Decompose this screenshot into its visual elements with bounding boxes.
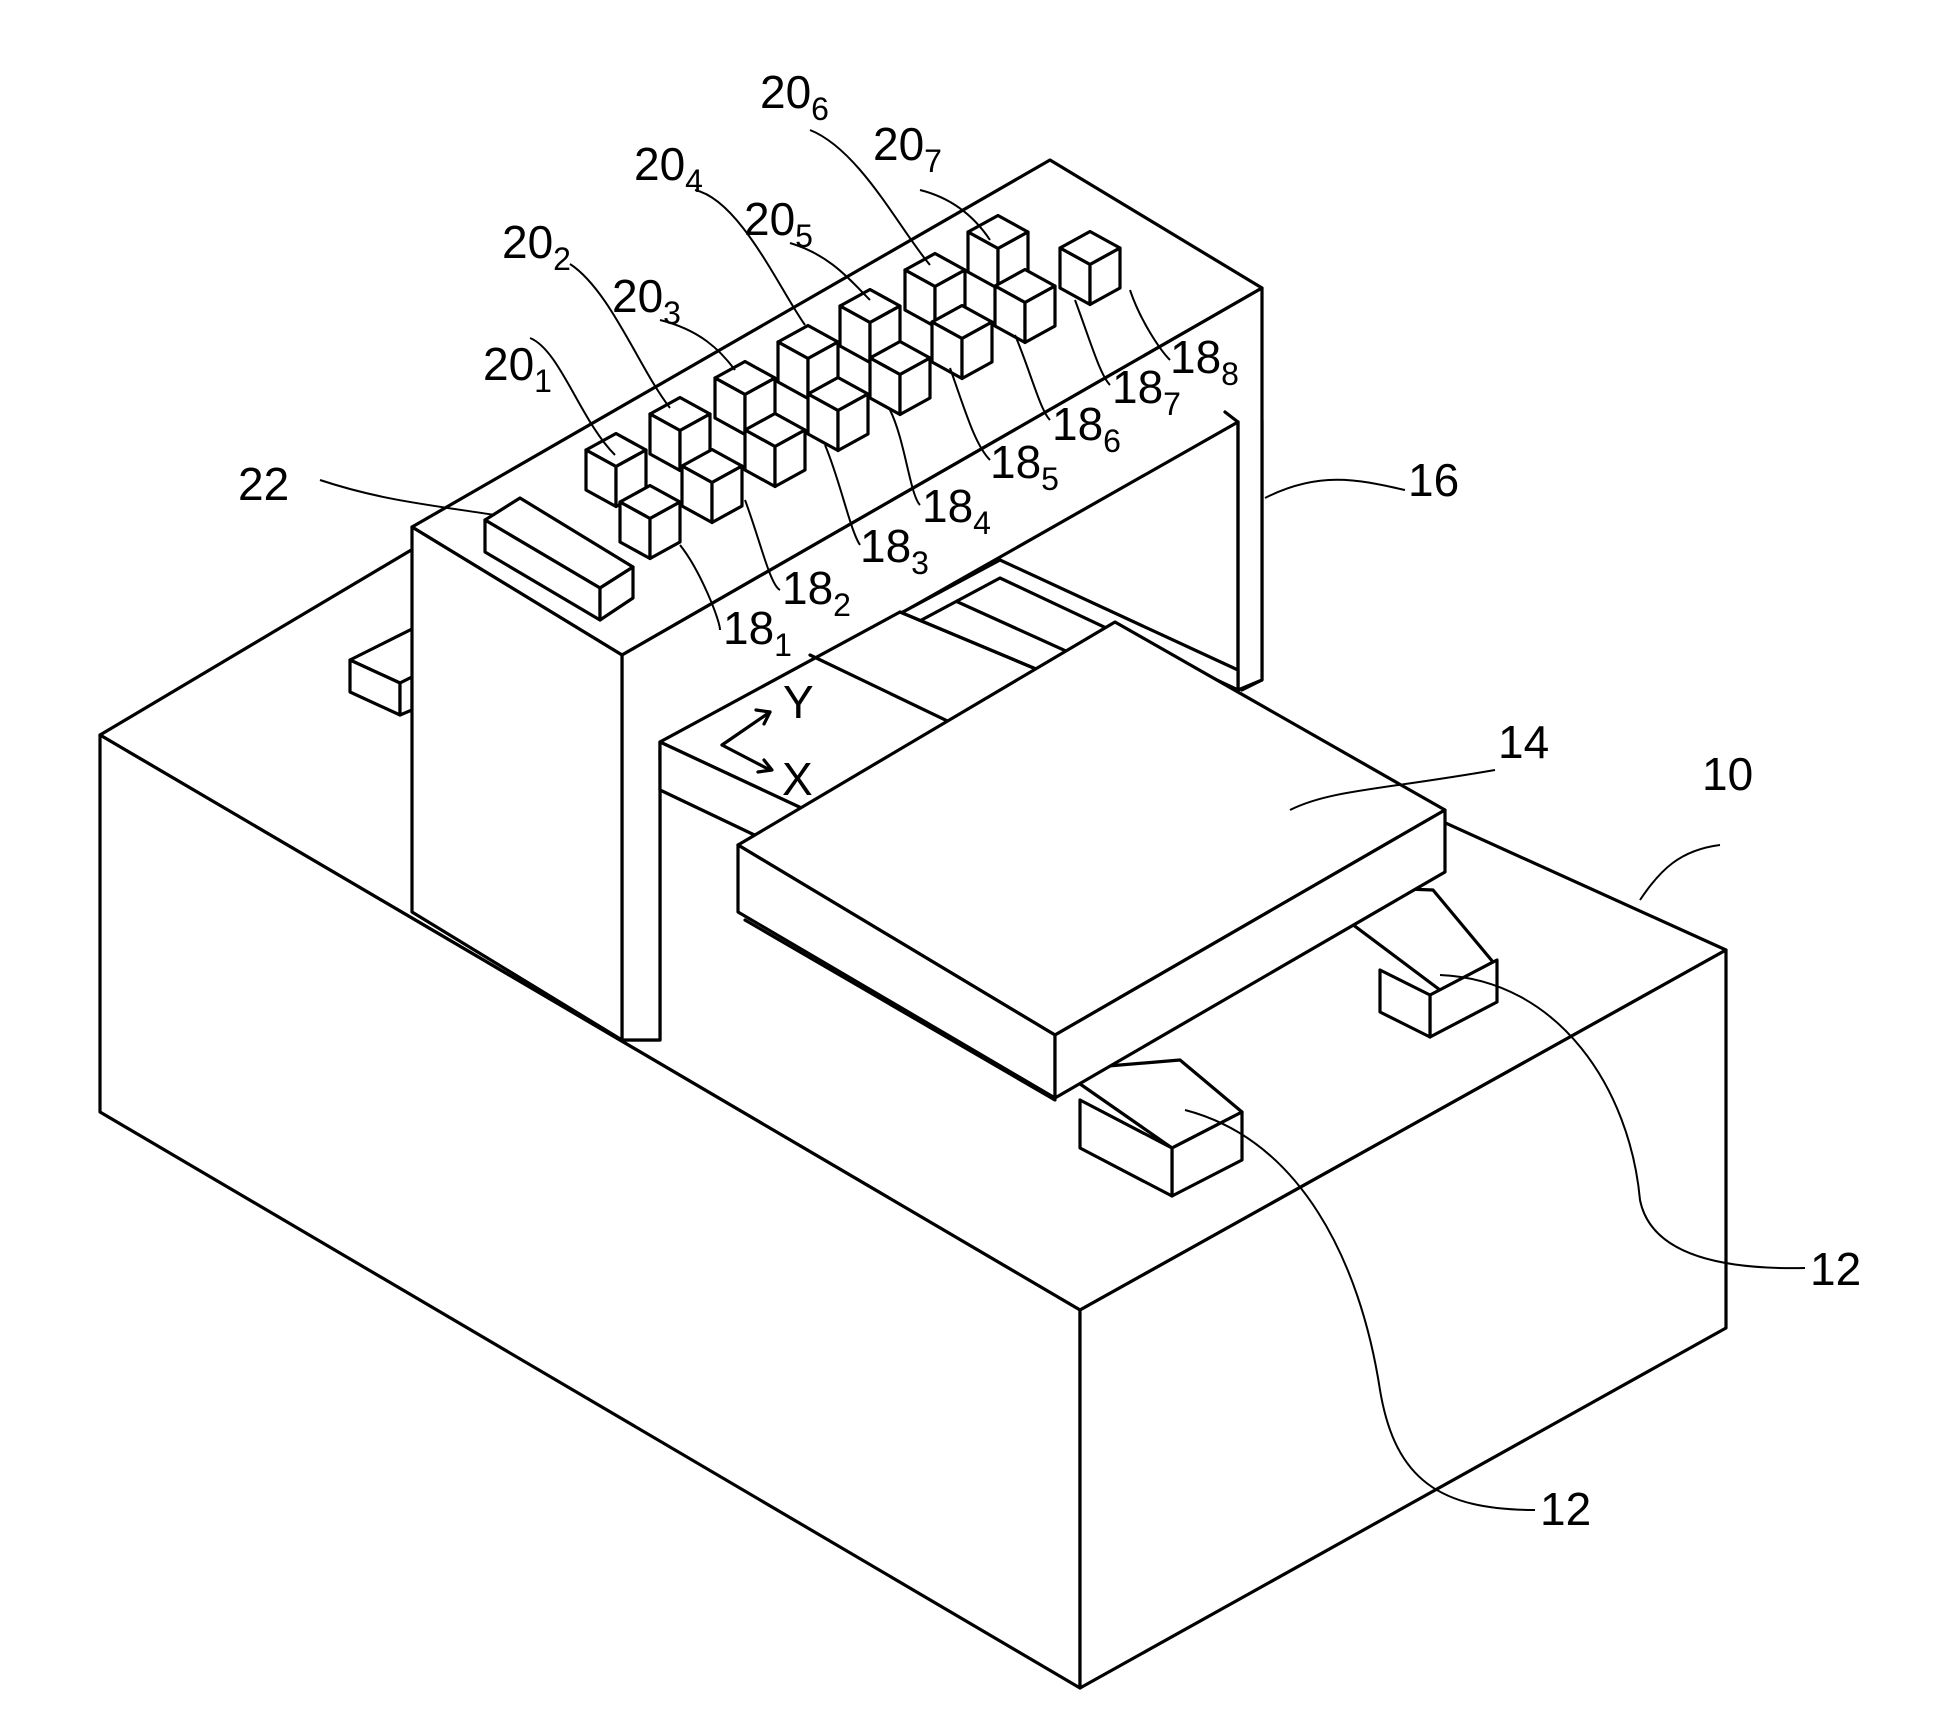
cube-18-2 (682, 450, 742, 523)
leader-16 (1265, 480, 1405, 498)
label-203: 203 (612, 270, 681, 331)
label-16: 16 (1408, 454, 1459, 506)
cube-18-4 (808, 378, 868, 451)
label-202: 202 (502, 216, 571, 277)
label-204: 204 (634, 138, 703, 199)
label-14: 14 (1498, 716, 1549, 768)
label-axis-x: X (782, 753, 813, 805)
cube-18-1 (620, 486, 680, 559)
cube-18-5 (870, 342, 930, 415)
label-207: 207 (873, 118, 942, 179)
label-205: 205 (744, 193, 813, 254)
cube-18-7 (995, 270, 1055, 343)
label-12-rear: 12 (1810, 1243, 1861, 1295)
label-12-front: 12 (1540, 1483, 1591, 1535)
cube-18-3 (745, 414, 805, 487)
label-axis-y: Y (783, 676, 814, 728)
leader-10 (1640, 845, 1720, 900)
label-206: 206 (760, 66, 829, 127)
cube-18-6 (932, 306, 992, 379)
cube-18-8 (1060, 232, 1120, 305)
label-22: 22 (238, 458, 289, 510)
label-10: 10 (1702, 748, 1753, 800)
stub-side (400, 677, 412, 715)
